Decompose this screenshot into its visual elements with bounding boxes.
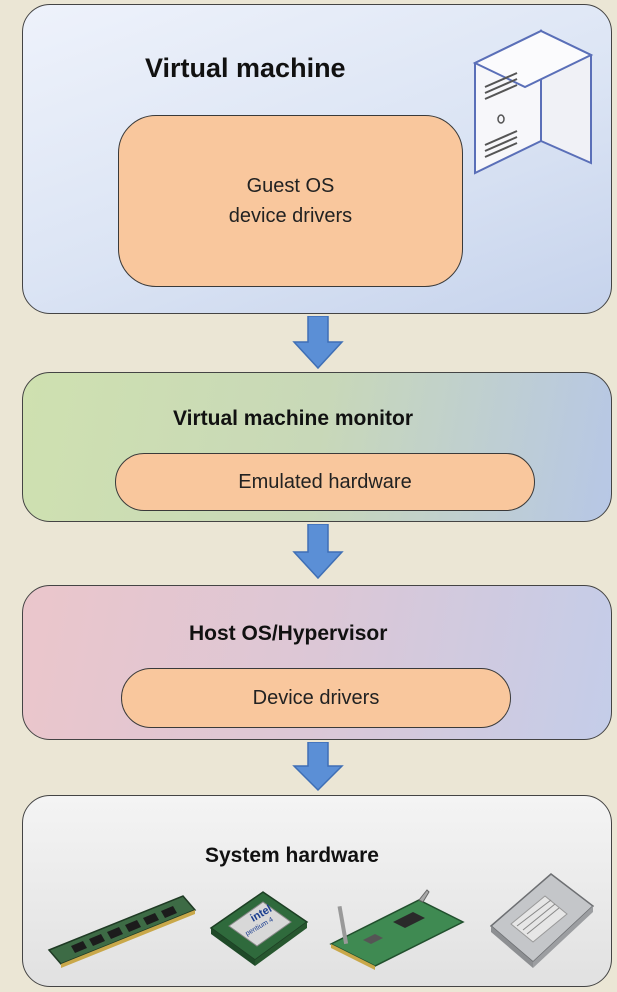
emulated-hardware-label: Emulated hardware xyxy=(238,470,412,493)
down-arrow-3 xyxy=(292,742,344,792)
ram-module-icon xyxy=(47,895,197,968)
device-drivers-box: Device drivers xyxy=(121,668,511,728)
down-arrow-2 xyxy=(292,524,344,580)
device-drivers-inner-label: Device drivers xyxy=(252,686,380,709)
expansion-card-icon xyxy=(329,889,465,970)
down-arrow-1 xyxy=(292,316,344,370)
vmm-title: Virtual machine monitor xyxy=(173,407,413,430)
virtual-machine-layer: Virtual machine Guest OS device drivers xyxy=(22,4,612,314)
emulated-hardware-box: Emulated hardware xyxy=(115,453,535,511)
virtual-machine-title: Virtual machine xyxy=(145,53,346,83)
vmm-layer: Virtual machine monitor Emulated hardwar… xyxy=(22,372,612,522)
system-hardware-title: System hardware xyxy=(205,844,379,867)
host-os-layer: Host OS/Hypervisor Device drivers xyxy=(22,585,612,740)
device-drivers-label: device drivers xyxy=(228,205,353,227)
cpu-chip-icon: intel pentium 4 xyxy=(209,891,309,966)
system-hardware-layer: System hardware intel pentium 4 xyxy=(22,795,612,987)
guest-os-label: Guest OS xyxy=(246,175,335,197)
host-os-title: Host OS/Hypervisor xyxy=(189,622,388,645)
guest-os-drivers-box: Guest OS device drivers xyxy=(118,115,463,287)
hard-drive-icon xyxy=(489,873,595,968)
server-tower-icon xyxy=(472,29,594,175)
